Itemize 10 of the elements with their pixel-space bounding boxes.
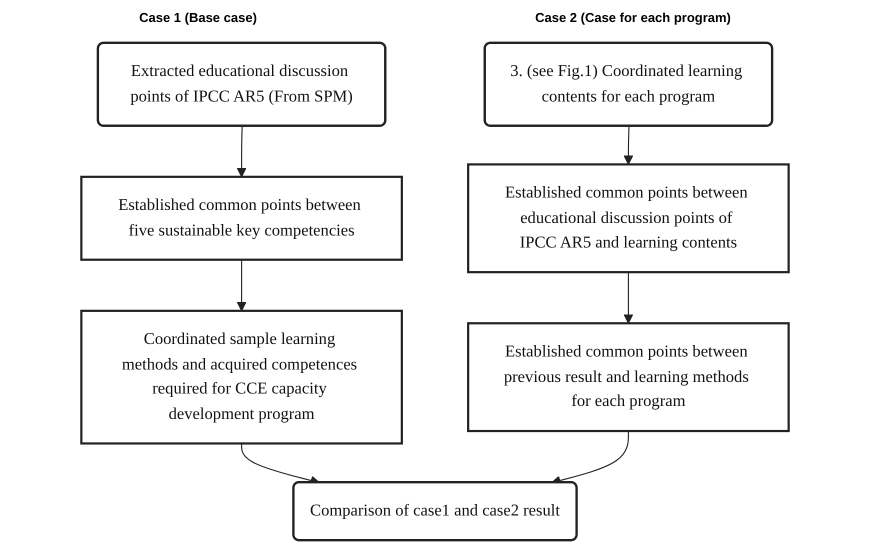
arrow (236, 260, 246, 312)
node-box: Established common points between educational discussion points of IPCC AR5 and learning contents (467, 163, 790, 274)
column-heading: Case 2 (Case for each program) (535, 10, 731, 24)
arrow (624, 272, 634, 324)
node-box: Established common points between five sustainable key competencies (80, 176, 403, 261)
node-box: Coordinated sample learning methods and acquired competences required for CCE capacity development program (80, 310, 403, 445)
column-heading: Case 1 (Base case) (139, 10, 257, 24)
node-box: Established common points between previous result and learning methods for each program (467, 322, 790, 432)
arrow (236, 126, 246, 178)
arrow (624, 126, 634, 165)
